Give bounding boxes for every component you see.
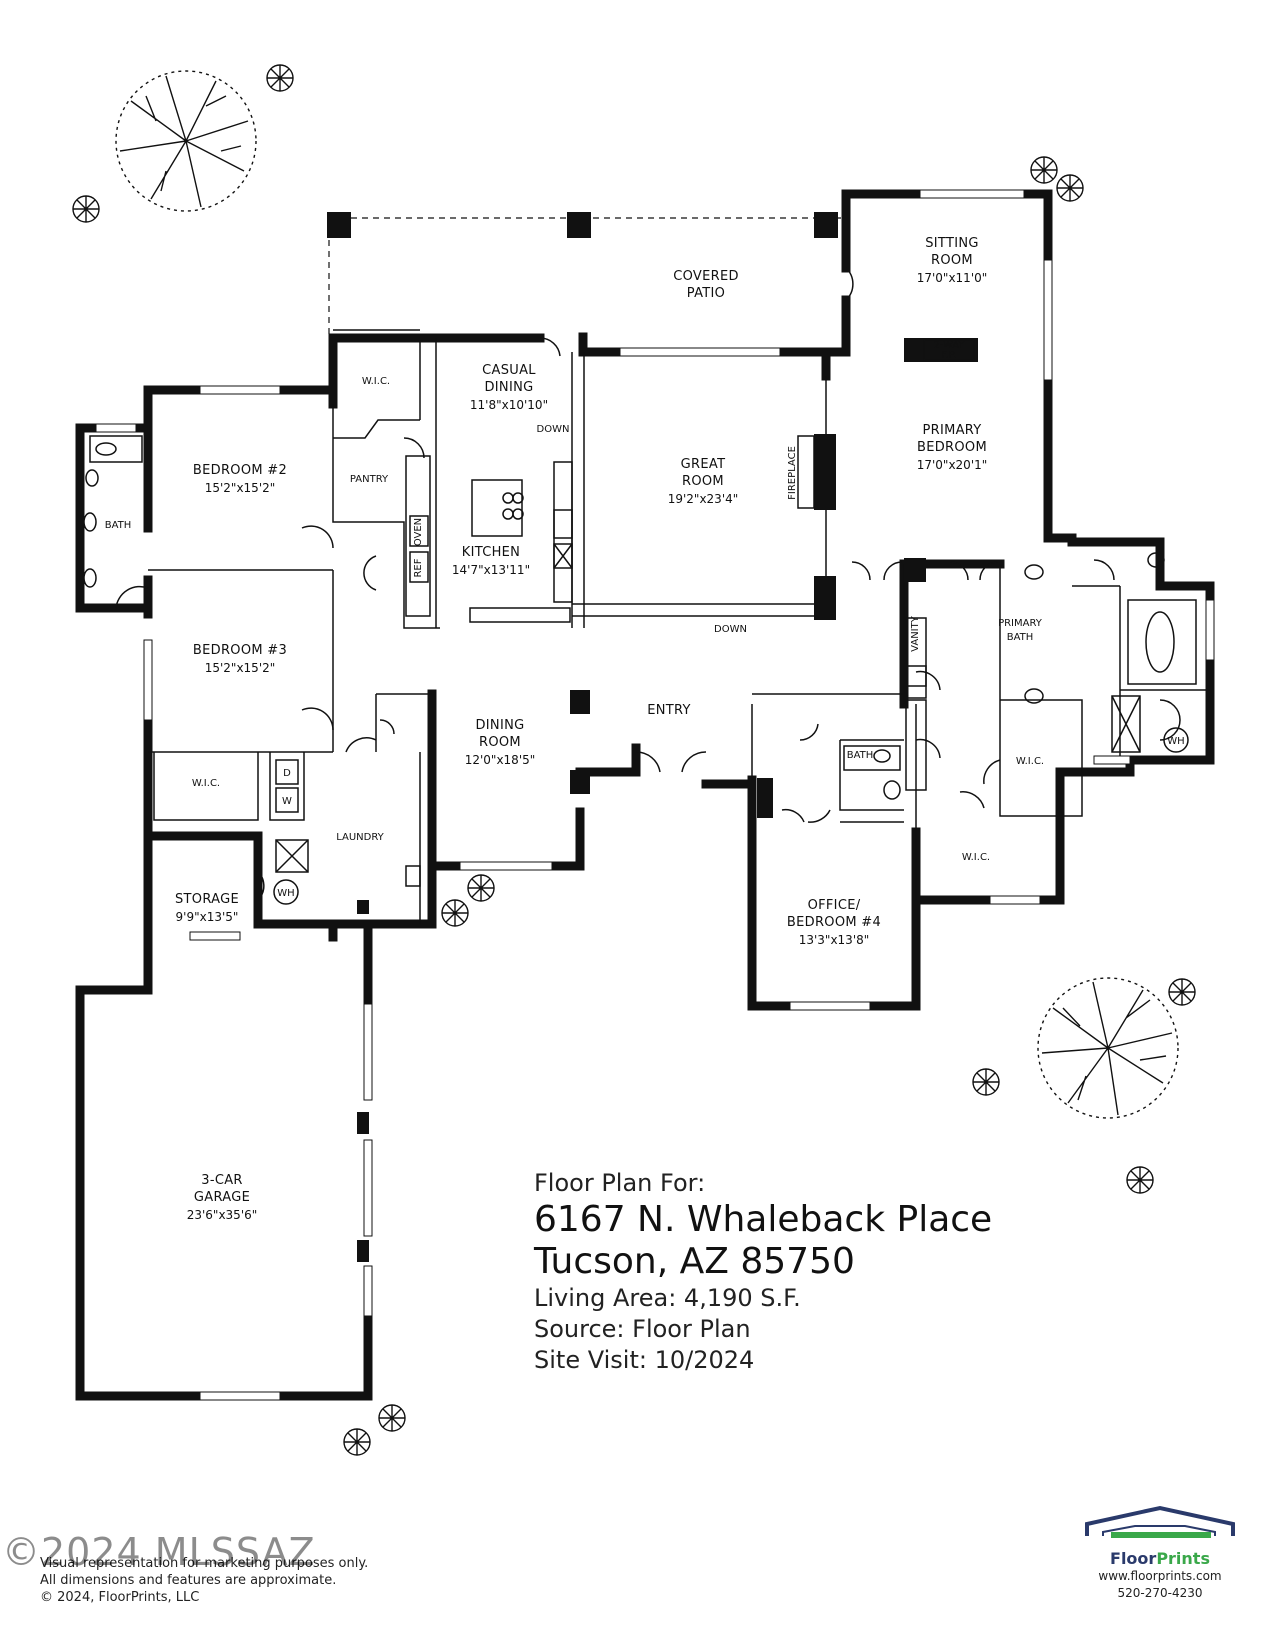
- storage-dims: 9'9"x13'5": [176, 910, 239, 924]
- shrub-7-icon: [1168, 978, 1196, 1006]
- oven-label: OVEN: [413, 518, 424, 546]
- garage-dims: 23'6"x35'6": [187, 1208, 258, 1222]
- covered-patio-label-2: PATIO: [687, 286, 725, 301]
- floorprints-logo-icon: [1085, 1505, 1235, 1538]
- fireplace-label: FIREPLACE: [787, 446, 798, 500]
- casual-dining-label-2: DINING: [484, 380, 533, 395]
- storage-label: STORAGE: [175, 892, 239, 907]
- shrub-4-icon: [1056, 174, 1084, 202]
- laundry-label: LAUNDRY: [336, 832, 384, 843]
- covered-patio-label: COVERED: [673, 269, 739, 284]
- office-dims: 13'3"x13'8": [799, 933, 870, 947]
- primary-bedroom-label: PRIMARY: [922, 423, 981, 438]
- bedroom2-label: BEDROOM #2: [193, 463, 287, 478]
- entry-label: ENTRY: [647, 703, 691, 718]
- brand-name-part-1: Floor: [1110, 1549, 1157, 1568]
- wh-storage-label: WH: [277, 888, 294, 899]
- primary-bedroom-label-2: BEDROOM: [917, 440, 987, 455]
- brand-website[interactable]: www.floorprints.com: [1098, 1569, 1222, 1583]
- garage-label-2: GARAGE: [194, 1190, 250, 1205]
- shrub-3-icon: [1030, 156, 1058, 184]
- great-room-label: GREAT: [681, 457, 726, 472]
- address-line-2: Tucson, AZ 85750: [534, 1241, 855, 1282]
- bedroom3-label: BEDROOM #3: [193, 643, 287, 658]
- columns: [357, 338, 978, 1262]
- source: Source: Floor Plan: [534, 1315, 751, 1343]
- down-lower-label: DOWN: [714, 624, 747, 635]
- dining-room-label-2: ROOM: [479, 735, 521, 750]
- shrub-8-icon: [972, 1068, 1000, 1096]
- brand-block: FloorPrints www.floorprints.com 520-270-…: [1075, 1505, 1245, 1602]
- wic-lower-right-label: W.I.C.: [962, 852, 990, 863]
- copyright-line: © 2024, FloorPrints, LLC: [40, 1590, 200, 1605]
- shrub-11-icon: [343, 1428, 371, 1456]
- sitting-room-label: SITTING: [925, 236, 978, 251]
- shrub-1-icon: [266, 64, 294, 92]
- disclaimer: Visual representation for marketing purp…: [40, 1555, 460, 1606]
- casual-dining-dims: 11'8"x10'10": [470, 398, 548, 412]
- wic-bed3-label: W.I.C.: [192, 778, 220, 789]
- dining-room-dims: 12'0"x18'5": [465, 753, 536, 767]
- two-way-fireplace-icon: [923, 339, 975, 361]
- great-room-dims: 19'2"x23'4": [668, 492, 739, 506]
- sitting-room-dims: 17'0"x11'0": [917, 271, 988, 285]
- disclaimer-line-2: All dimensions and features are approxim…: [40, 1573, 337, 1588]
- primary-bath-label-2: BATH: [1007, 632, 1034, 643]
- vanity-label: VANITY: [910, 615, 921, 652]
- wic-primary-label: W.I.C.: [1016, 756, 1044, 767]
- bedroom3-dims: 15'2"x15'2": [205, 661, 276, 675]
- pantry-label: PANTRY: [350, 474, 389, 485]
- brand-name-part-2: Prints: [1156, 1549, 1210, 1568]
- two-way-fireplace-label-2: F.P.: [942, 350, 957, 361]
- site-visit: Site Visit: 10/2024: [534, 1346, 755, 1374]
- fixtures: [83, 435, 1197, 905]
- shrub-6-icon: [441, 899, 469, 927]
- info-heading: Floor Plan For:: [534, 1169, 706, 1197]
- primary-bedroom-dims: 17'0"x20'1": [917, 458, 988, 472]
- ref-label: REF: [413, 558, 424, 577]
- kitchen-label: KITCHEN: [462, 545, 520, 560]
- shrub-5-icon: [467, 874, 495, 902]
- primary-bath-label: PRIMARY: [998, 618, 1043, 629]
- bath-center-label: BATH: [847, 750, 874, 761]
- covered-patio-outline: [327, 212, 846, 338]
- kitchen-dims: 14'7"x13'11": [452, 563, 530, 577]
- brand-name: FloorPrints: [1075, 1549, 1245, 1568]
- down-upper-label: DOWN: [537, 424, 570, 435]
- garage-label: 3-CAR: [201, 1173, 242, 1188]
- shrub-9-icon: [1126, 1166, 1154, 1194]
- disclaimer-line-1: Visual representation for marketing purp…: [40, 1556, 369, 1571]
- dryer-label: D: [283, 768, 291, 779]
- washer-label: W: [282, 796, 292, 807]
- mls-watermark: ©2024 MLSSAZ: [2, 1530, 316, 1574]
- bath-left-label: BATH: [105, 520, 132, 531]
- wh-primary-label: WH: [1167, 736, 1184, 747]
- tree-large-bottom-right-icon: [1037, 977, 1179, 1119]
- casual-dining-label: CASUAL: [482, 363, 536, 378]
- fireplace-icon: [797, 435, 815, 509]
- doors: [115, 267, 1181, 901]
- windows: [95, 189, 1215, 1401]
- two-way-fireplace-label: 2-WAY: [933, 340, 965, 351]
- address-line-1: 6167 N. Whaleback Place: [534, 1199, 993, 1240]
- property-info: Floor Plan For: 6167 N. Whaleback Place …: [534, 1168, 1054, 1376]
- shrub-2-icon: [72, 195, 100, 223]
- dining-room-label: DINING: [475, 718, 524, 733]
- brand-phone: 520-270-4230: [1117, 1586, 1203, 1600]
- sitting-room-label-2: ROOM: [931, 253, 973, 268]
- office-label: OFFICE/: [808, 898, 861, 913]
- wic-top-label: W.I.C.: [362, 376, 390, 387]
- bedroom2-dims: 15'2"x15'2": [205, 481, 276, 495]
- office-label-2: BEDROOM #4: [787, 915, 881, 930]
- shrub-10-icon: [378, 1404, 406, 1432]
- tree-large-top-left-icon: [115, 70, 257, 212]
- living-area: Living Area: 4,190 S.F.: [534, 1284, 801, 1312]
- great-room-label-2: ROOM: [682, 474, 724, 489]
- interior-walls: [148, 329, 1210, 924]
